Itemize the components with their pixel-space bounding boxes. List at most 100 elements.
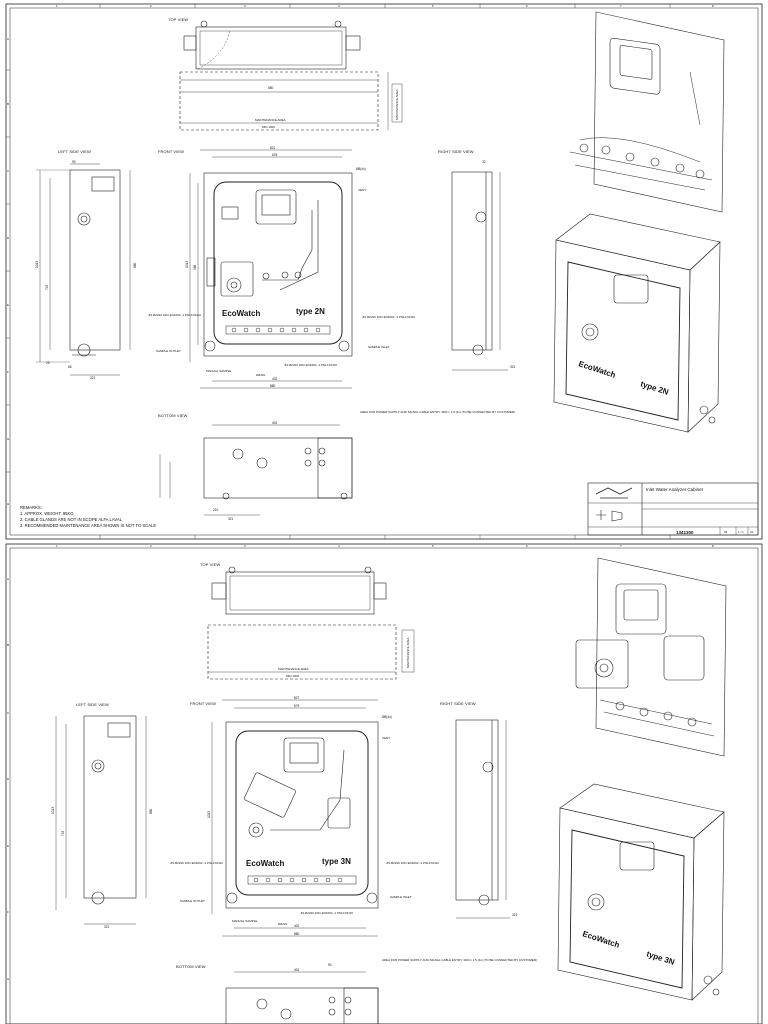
dim-label: 90 xyxy=(72,160,76,164)
sheet-1-border xyxy=(5,3,763,540)
dim-label: 880 xyxy=(149,808,153,814)
paper-size: A1 xyxy=(750,530,754,534)
bottom-view-2: BOTTOM VIEW AREA FOR POWER SUPPLY AND SI… xyxy=(176,958,537,1024)
sheet-number: 1 / 1 xyxy=(738,530,744,534)
col-label: 3 xyxy=(244,4,246,8)
col-label: 7 xyxy=(620,4,622,8)
dim-label: 827 xyxy=(294,696,300,700)
analyzer-module-2 xyxy=(244,772,296,818)
right-view-body xyxy=(451,171,493,351)
dim-label: 880 xyxy=(268,86,274,90)
sample-inlet-label: SAMPLE INLET xyxy=(368,345,390,349)
row-label: C xyxy=(7,169,10,173)
revision: 04 xyxy=(724,530,728,534)
dim-label: 1013 xyxy=(207,811,211,818)
dim-label: 743 xyxy=(61,830,65,836)
sheet-2-border xyxy=(5,543,763,1024)
dim-label: 821 xyxy=(270,146,276,150)
row-label: B xyxy=(7,102,9,106)
right-side-view-2: RIGHT SIDE VIEW 321 xyxy=(440,701,518,919)
row-label: A xyxy=(7,577,9,581)
col-label: 1 xyxy=(56,544,58,548)
dim-label: 25 xyxy=(46,361,50,365)
company-logo-icon xyxy=(595,487,633,499)
dim-label: 678 xyxy=(272,153,278,157)
iso-analyzer-module-2 xyxy=(575,639,629,689)
front-view-cabinet xyxy=(203,172,353,357)
manual-sample-label: MANUAL SAMPLE xyxy=(232,919,257,923)
sheet-2-grid-labels: 1 2 3 4 5 6 7 8 A B C D E F G xyxy=(7,544,714,981)
power-area-label: AREA FOR POWER SUPPLY AND SIGNAL CABLE E… xyxy=(360,410,515,414)
left-view-body xyxy=(69,169,121,351)
remarks-title: REMARKS: xyxy=(20,505,42,510)
iso-type-label: type 3N xyxy=(645,949,675,967)
jis-drain-label: JIS B2220 10K/ EN1092 -1 PN10 DN15 xyxy=(284,363,337,367)
type-label: type 3N xyxy=(322,857,351,866)
remarks: REMARKS: 1. APPROX. WEIGHT: 85KG 2. CABL… xyxy=(20,505,156,528)
dim-label: 1013 xyxy=(185,261,189,268)
dim-label: 679 xyxy=(294,704,300,708)
row-label: G xyxy=(7,437,10,441)
dim-label: 32 xyxy=(482,160,486,164)
sample-outlet-port xyxy=(204,340,216,352)
dim-label: 1013 xyxy=(51,807,55,814)
row-label: D xyxy=(7,777,10,781)
iso-view-closed-cabinet: EcoWatch type 2N xyxy=(553,213,721,433)
iso-view-open-panel xyxy=(569,11,725,213)
row-label: G xyxy=(7,977,10,981)
dim-label: 321 xyxy=(104,925,110,929)
maintenance-area xyxy=(179,71,379,131)
dim-label: 402 xyxy=(272,421,278,425)
maintenance-label-side: MAINTENANCE AREA xyxy=(395,89,399,120)
dim-label: Ø8(4x) xyxy=(382,715,392,719)
bottom-view: BOTTOM VIEW AREA FOR POWER SUPPLY AND SI… xyxy=(158,410,515,521)
dim-label: 321 xyxy=(510,365,516,369)
projection-symbol-icon xyxy=(596,510,623,522)
title-block: Inlet Water Analyzer Cabinet 1341300 04 … xyxy=(587,482,759,536)
row-label: B xyxy=(7,643,9,647)
remark-line: 1. APPROX. WEIGHT: 85KG xyxy=(20,511,74,516)
col-label: 5 xyxy=(432,4,434,8)
dim-label: 321 xyxy=(228,517,234,521)
jis-right-label: JIS B2220 10K/ EN1092 -1 PN10 DN10 xyxy=(362,315,415,319)
dim-label: 1013 xyxy=(35,261,39,268)
col-label: 4 xyxy=(338,4,340,8)
top-view-2: TOP VIEW MAINTENANCE AREA MIN 1000 MAINT… xyxy=(200,562,415,680)
left-side-view: LEFT SIDE VIEW 1013 743 880 90 321 25 65 xyxy=(35,149,137,380)
maintenance-label-side: MAINTENANCE AREA xyxy=(406,637,410,668)
bottom-view-label: BOTTOM VIEW xyxy=(176,964,206,969)
top-view-label: TOP VIEW xyxy=(200,562,220,567)
sample-outlet-label: SAMPLE OUTLET xyxy=(156,349,181,353)
jis-drain-label: JIS B2220 10K/ EN1092 -1 PN10 DN15 xyxy=(300,911,353,915)
top-view-right-valve xyxy=(345,35,361,51)
vent-label: VENT xyxy=(358,188,366,192)
col-label: 8 xyxy=(712,544,714,548)
top-view-label: TOP VIEW xyxy=(168,17,188,22)
sample-outlet-label: SAMPLE OUTLET xyxy=(180,899,205,903)
left-view-label: LEFT SIDE VIEW xyxy=(58,149,91,154)
drain-label: DRAIN xyxy=(256,373,265,377)
maintenance-label: MAINTENANCE AREA xyxy=(255,118,286,122)
sheet-1-inner-border xyxy=(9,7,759,536)
doc-number: 1341300 xyxy=(676,530,694,535)
right-view-label: RIGHT SIDE VIEW xyxy=(440,701,476,706)
top-view: TOP VIEW 880 MAINTENANCE AREA MIN 1000 M… xyxy=(168,17,403,131)
front-view-2: FRONT VIEW 827 679 Ø8(4x) VENT EcoWatch … xyxy=(170,696,439,937)
front-view-label: FRONT VIEW xyxy=(190,701,216,706)
remark-line: 3. RECOMMENDED MAINTENANCE AREA SHOWN IS… xyxy=(20,523,156,528)
iso-brand-logo: EcoWatch xyxy=(581,929,620,949)
iso-brand-logo: EcoWatch xyxy=(577,359,616,379)
brand-logo: EcoWatch xyxy=(246,859,284,868)
front-view: FRONT VIEW 821 678 Ø8(4x) VENT EcoWatch … xyxy=(148,146,415,389)
sheet-1: 1 2 3 4 5 6 7 8 A B C D E F G H TOP VIEW xyxy=(5,3,763,540)
analyzer-module xyxy=(220,261,254,297)
jis-left-label: JIS B2220 10K/ EN1092 -1 PN10 DN10 xyxy=(170,861,223,865)
row-label: H xyxy=(7,502,9,506)
dim-label: 321 xyxy=(90,376,96,380)
front-view-label: FRONT VIEW xyxy=(158,149,184,154)
top-view-cabinet xyxy=(195,26,347,70)
col-label: 8 xyxy=(712,4,714,8)
bottom-view-body xyxy=(203,437,353,499)
iso-type-label: type 2N xyxy=(639,379,669,397)
